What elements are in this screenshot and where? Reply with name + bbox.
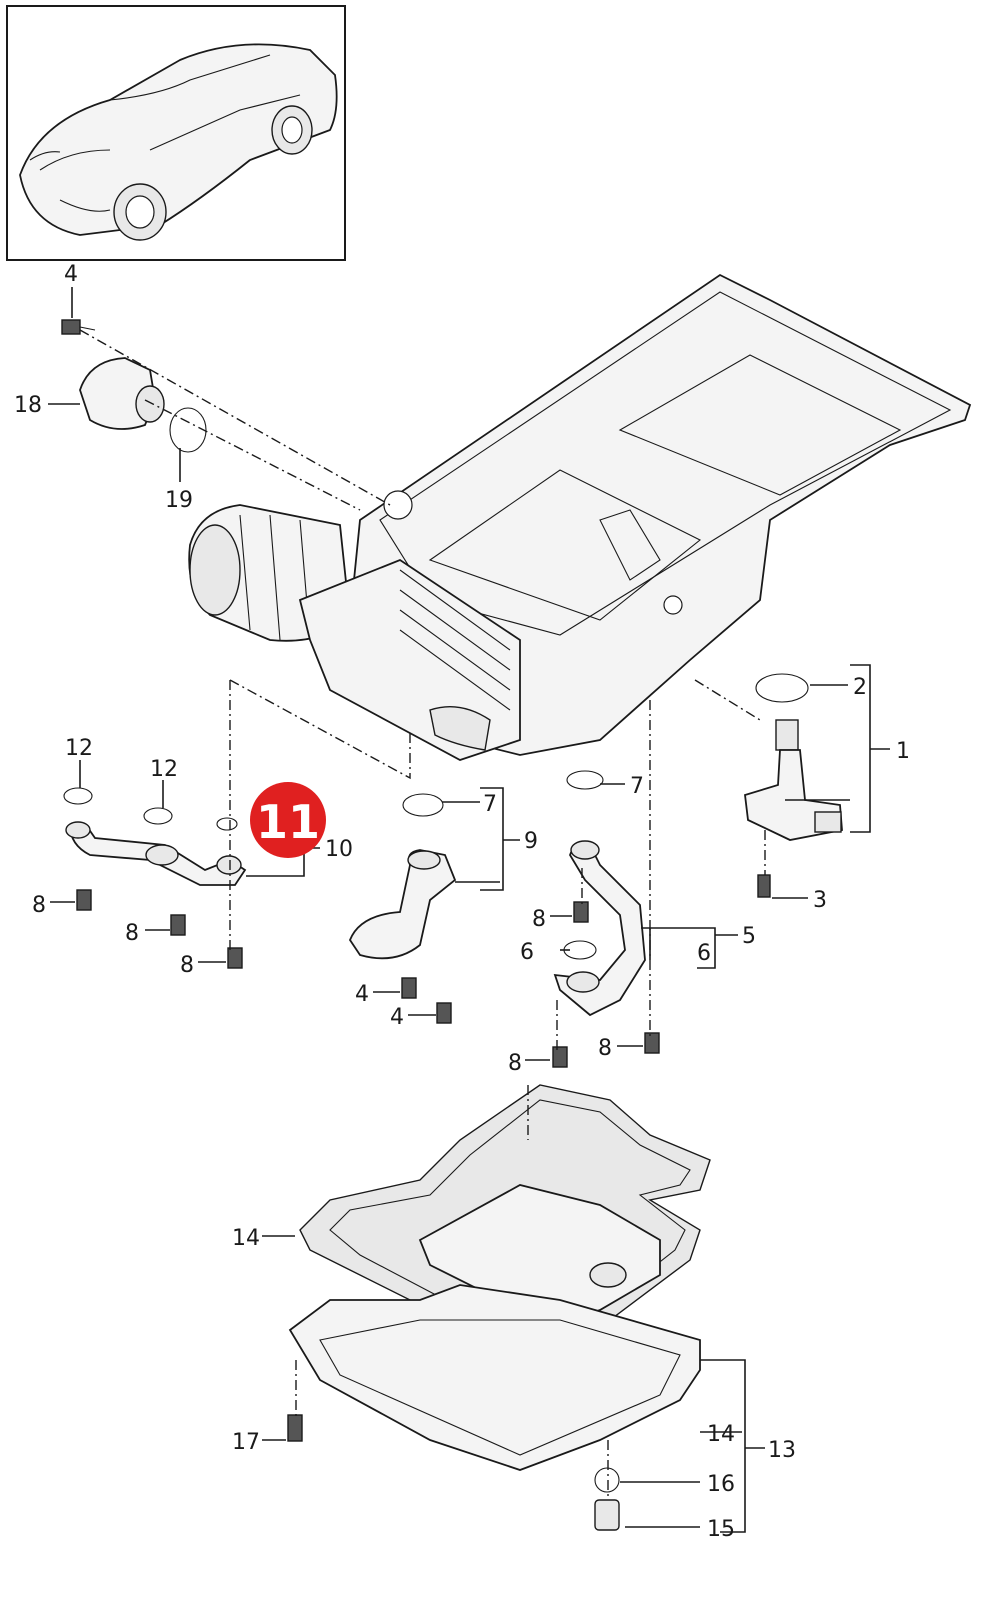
label-8f: 8 <box>598 1036 612 1061</box>
part-18-cover <box>79 357 207 453</box>
label-7b: 7 <box>630 774 644 799</box>
highlight-number: 11 <box>256 795 320 849</box>
callout-labels: 4 18 19 2 1 3 12 12 7 7 9 10 8 8 8 8 8 8… <box>14 262 910 1542</box>
label-8d: 8 <box>532 907 546 932</box>
label-6a: 6 <box>697 941 711 966</box>
label-12b: 12 <box>150 757 178 782</box>
leader-lines <box>48 287 890 1533</box>
label-2: 2 <box>853 675 867 700</box>
bolts <box>76 889 660 1068</box>
label-8c: 8 <box>180 953 194 978</box>
label-1: 1 <box>896 739 910 764</box>
label-17: 17 <box>232 1430 260 1455</box>
label-12a: 12 <box>65 736 93 761</box>
highlight-badge-11: 11 <box>250 782 326 858</box>
label-6b: 6 <box>520 940 534 965</box>
label-19: 19 <box>165 488 193 513</box>
label-3: 3 <box>813 888 827 913</box>
label-16: 16 <box>707 1472 735 1497</box>
part-4-bolt-top <box>61 319 96 335</box>
label-18: 18 <box>14 393 42 418</box>
oil-level-sensor <box>744 673 843 898</box>
label-5: 5 <box>742 924 756 949</box>
vehicle-thumbnail <box>6 5 346 261</box>
label-4b: 4 <box>355 982 369 1007</box>
assembly-lines <box>79 329 766 1500</box>
oil-pickup <box>348 793 457 960</box>
label-14a: 14 <box>232 1226 260 1251</box>
label-9: 9 <box>524 829 538 854</box>
right-oil-pipe <box>553 770 646 1017</box>
label-4: 4 <box>64 262 78 287</box>
label-8a: 8 <box>32 893 46 918</box>
label-14b: 14 <box>707 1422 735 1447</box>
left-oil-pipe <box>63 787 247 886</box>
oil-cooler <box>298 558 521 761</box>
label-7a: 7 <box>483 792 497 817</box>
label-13: 13 <box>768 1438 796 1463</box>
label-10: 10 <box>325 837 353 862</box>
label-15: 15 <box>707 1517 735 1542</box>
lower-oil-pan <box>287 1184 701 1531</box>
highlight-circle <box>250 782 326 858</box>
label-4c: 4 <box>390 1005 404 1030</box>
label-8e: 8 <box>508 1051 522 1076</box>
label-8b: 8 <box>125 921 139 946</box>
